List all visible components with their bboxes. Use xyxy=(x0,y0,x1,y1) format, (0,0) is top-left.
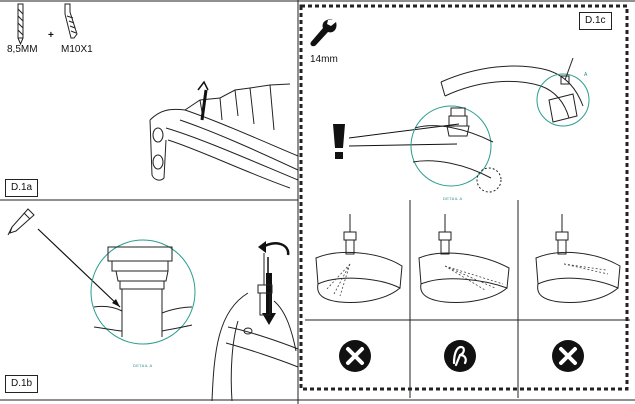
panel-label-d1a: D.1a xyxy=(5,179,39,197)
drill-bit-icon xyxy=(17,3,24,46)
drill-size: 8,5MM xyxy=(7,44,38,55)
detail-caption-c: DETAIL A xyxy=(443,196,463,201)
detail-marker-c: A xyxy=(584,72,588,78)
sensor-position-center xyxy=(418,214,510,303)
panel-d1a: 8,5MM + M10X1 D.1a xyxy=(0,0,299,200)
detail-circle-thread xyxy=(90,239,196,345)
panel-d1b: DETAIL A D.1b xyxy=(0,201,299,402)
detail-circle-sensor xyxy=(410,105,502,193)
sensor-position-right xyxy=(535,214,621,303)
panel-label-d1c: D.1c xyxy=(579,12,612,30)
pointer-arrow xyxy=(37,228,121,308)
tap-tool-icon xyxy=(64,3,78,39)
wrench-size: 14mm xyxy=(310,54,338,65)
pipe-overview-drawing xyxy=(440,57,590,127)
cross-icon xyxy=(552,340,584,372)
sealant-tube-icon xyxy=(7,208,35,236)
panel-label-d1b: D.1b xyxy=(5,375,39,393)
wrench-icon xyxy=(310,19,337,47)
tap-size: M10X1 xyxy=(61,44,93,55)
detail-caption-b: DETAIL A xyxy=(133,363,153,368)
exclamation-icon xyxy=(333,124,345,159)
panel-d1c: 14mm D.1c A DETAIL A xyxy=(301,6,627,201)
manifold-drawing xyxy=(149,80,299,189)
plus-sign: + xyxy=(48,30,54,41)
approved-icon xyxy=(444,340,476,372)
sensor-position-left xyxy=(315,214,403,303)
cross-icon xyxy=(339,340,371,372)
sensor-install-drawing xyxy=(211,241,299,402)
